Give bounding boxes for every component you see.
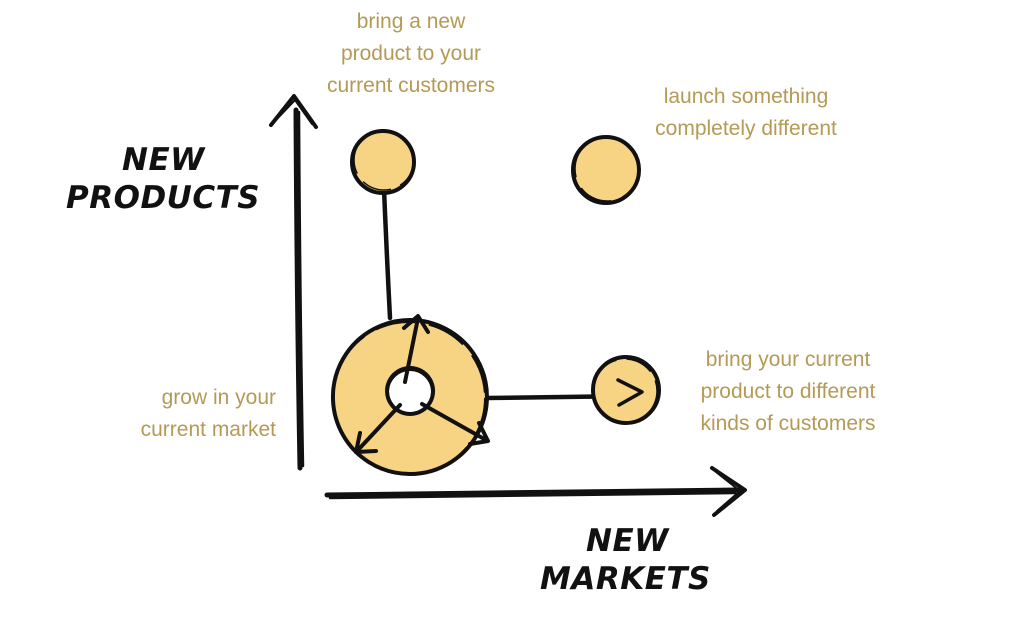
diversification-label: launch something completely different — [626, 81, 866, 145]
vertical-axis-title: NEW PRODUCTS — [66, 141, 260, 217]
vertical-axis — [269, 94, 318, 471]
new-product-label-line: product to your — [340, 42, 482, 65]
horizontal-axis-title-line: MARKETS — [540, 561, 711, 597]
current-market-label-line: current market — [140, 418, 276, 441]
new-product-label: bring a new product to your current cust… — [306, 6, 516, 102]
horizontal-axis — [324, 466, 747, 517]
diversification-label-line: launch something — [663, 85, 829, 108]
horizontal-axis-arrowhead — [710, 466, 747, 517]
vertical-axis-arrowhead — [269, 94, 318, 129]
new-market-label-line: product to different — [700, 380, 876, 403]
current-market-label-line: grow in your — [161, 386, 276, 409]
new-product-circle — [350, 129, 416, 195]
new-product-label-line: current customers — [326, 74, 496, 97]
diversification-circle — [571, 135, 641, 205]
new-market-label-line: bring your current — [705, 348, 871, 371]
vertical-axis-title-line: PRODUCTS — [66, 180, 261, 216]
diversification-label-line: completely different — [655, 117, 837, 140]
new-market-circle — [591, 355, 661, 425]
new-market-label-line: kinds of customers — [700, 412, 876, 435]
horizontal-axis-title: NEW MARKETS — [540, 522, 711, 598]
current-market-label: grow in your current market — [96, 382, 276, 446]
new-market-label: bring your current product to different … — [678, 344, 898, 440]
vertical-axis-title-line: NEW — [122, 142, 205, 178]
current-market-arrows — [354, 314, 490, 454]
new-product-label-line: bring a new — [356, 10, 466, 33]
horizontal-axis-title-line: NEW — [586, 523, 669, 559]
